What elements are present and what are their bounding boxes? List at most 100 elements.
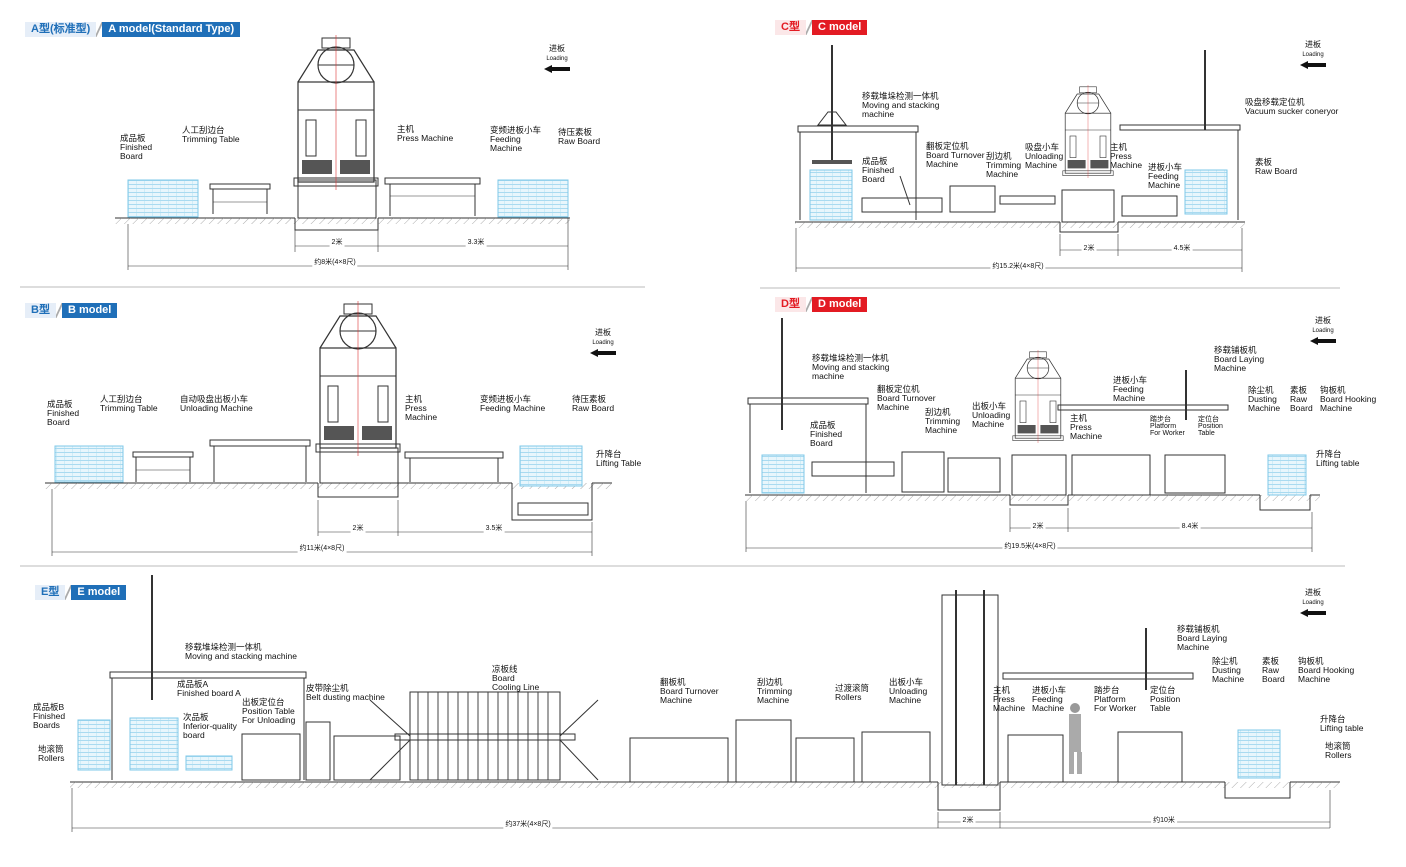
b-dim-1: 2米: [350, 523, 366, 533]
e-dim-1: 2米: [960, 815, 976, 825]
a-model-zh: A型(标准型): [25, 22, 97, 37]
b-model-drawing: [45, 300, 612, 556]
e-model-zh: E型: [35, 585, 66, 600]
c-model-en: C model: [811, 20, 868, 35]
b-dim-total: 约11米(4×8尺): [297, 543, 347, 553]
c-model-drawing: [795, 45, 1245, 272]
a-model-en: A model(Standard Type): [102, 22, 241, 37]
d-dim-2: 8.4米: [1179, 521, 1201, 531]
left-arrow-icon: [1300, 61, 1326, 69]
d-dim-1: 2米: [1030, 521, 1046, 531]
b-model-header: B型 B model: [25, 303, 118, 318]
d-model-drawing: [745, 318, 1320, 552]
c-model-header: C型 C model: [775, 20, 868, 35]
a-model-header: A型(标准型) A model(Standard Type): [25, 22, 241, 37]
c-model-zh: C型: [775, 20, 806, 35]
d-model-zh: D型: [775, 297, 806, 312]
left-arrow-icon: [590, 349, 616, 357]
e-model-en: E model: [71, 585, 127, 600]
left-arrow-icon: [544, 65, 570, 73]
b-dim-2: 3.5米: [483, 523, 505, 533]
e-dim-total: 约37米(4×8尺): [503, 819, 553, 829]
c-dim-total: 约15.2米(4×8尺): [990, 261, 1046, 271]
e-dim-2: 约10米: [1151, 815, 1177, 825]
b-model-en: B model: [61, 303, 118, 318]
a-dim-2: 3.3米: [465, 237, 487, 247]
a-dim-1: 2米: [329, 237, 345, 247]
a-model-drawing: [115, 34, 570, 270]
b-model-zh: B型: [25, 303, 56, 318]
left-arrow-icon: [1310, 337, 1336, 345]
c-dim-2: 4.5米: [1171, 243, 1193, 253]
e-model-header: E型 E model: [35, 585, 127, 600]
d-model-en: D model: [811, 297, 868, 312]
c-dim-1: 2米: [1081, 243, 1097, 253]
e-model-drawing: [70, 575, 1340, 832]
a-dim-total: 约8米(4×8尺): [312, 257, 358, 267]
d-dim-total: 约19.5米(4×8尺): [1002, 541, 1058, 551]
d-model-header: D型 D model: [775, 297, 868, 312]
